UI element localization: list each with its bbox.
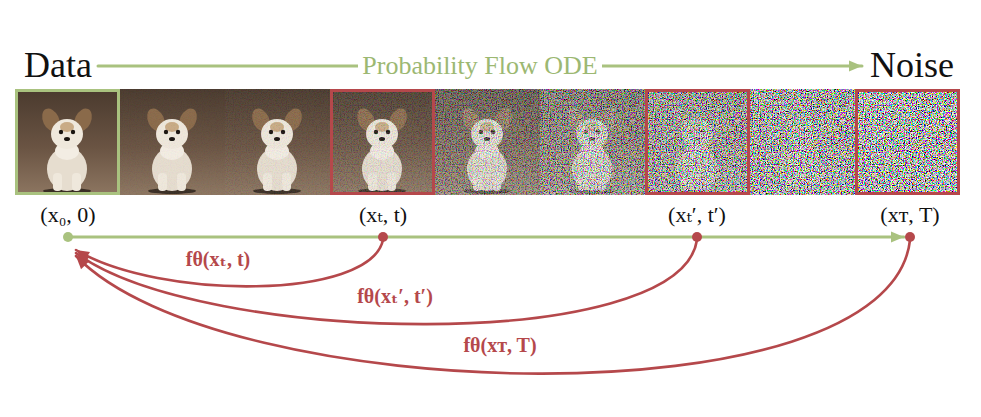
endpoint-title: Noise (870, 45, 954, 86)
endpoint-title: Data (24, 45, 92, 86)
time-dot (692, 232, 702, 242)
image-frame (435, 89, 540, 195)
time-point: (x₀, 0) (40, 202, 95, 237)
frame-border (17, 91, 119, 194)
point-label: (xₜ, t) (359, 202, 407, 228)
connector-line (76, 240, 910, 374)
image-frame (120, 89, 225, 195)
time-point: (xₜ, t) (359, 202, 407, 237)
mapping-arrow (76, 240, 697, 324)
image-frame (855, 89, 960, 195)
time-dot (378, 232, 388, 242)
time-point: (xᴛ, T) (880, 202, 939, 237)
point-label: (xᴛ, T) (880, 202, 939, 228)
point-label: (x₀, 0) (40, 202, 95, 228)
arrow-head (891, 232, 904, 243)
mapping-arrow (76, 240, 383, 286)
endpoint-label: Data (24, 45, 92, 86)
time-dot (63, 232, 73, 242)
image-frame (645, 89, 750, 195)
image-frame (750, 89, 855, 195)
mapping-label: fθ(xₜ′, t′) (353, 284, 437, 308)
point-label: (xₜ′, t′) (668, 202, 726, 228)
connector-line (76, 240, 383, 286)
arrow-head (76, 256, 89, 269)
image-frame (15, 89, 120, 195)
frame-border (332, 91, 434, 194)
flow-label: Probability Flow ODE (358, 51, 601, 81)
connector-line (76, 240, 697, 324)
mapping-arrow (76, 240, 910, 374)
mapping-label: fθ(xᴛ, T) (459, 333, 540, 357)
image-frame (540, 89, 645, 195)
connector-line (68, 236, 904, 239)
frame-border (647, 91, 749, 194)
image-frame (330, 89, 435, 195)
mapping-label: fθ(xₜ, t) (182, 247, 255, 271)
time-point: (xₜ′, t′) (668, 202, 726, 237)
arrow-head (849, 60, 862, 71)
image-frame (225, 89, 330, 195)
frame-border (857, 91, 959, 194)
endpoint-label: Noise (870, 45, 954, 86)
time-axis-arrow (68, 232, 904, 243)
time-dot (905, 232, 915, 242)
